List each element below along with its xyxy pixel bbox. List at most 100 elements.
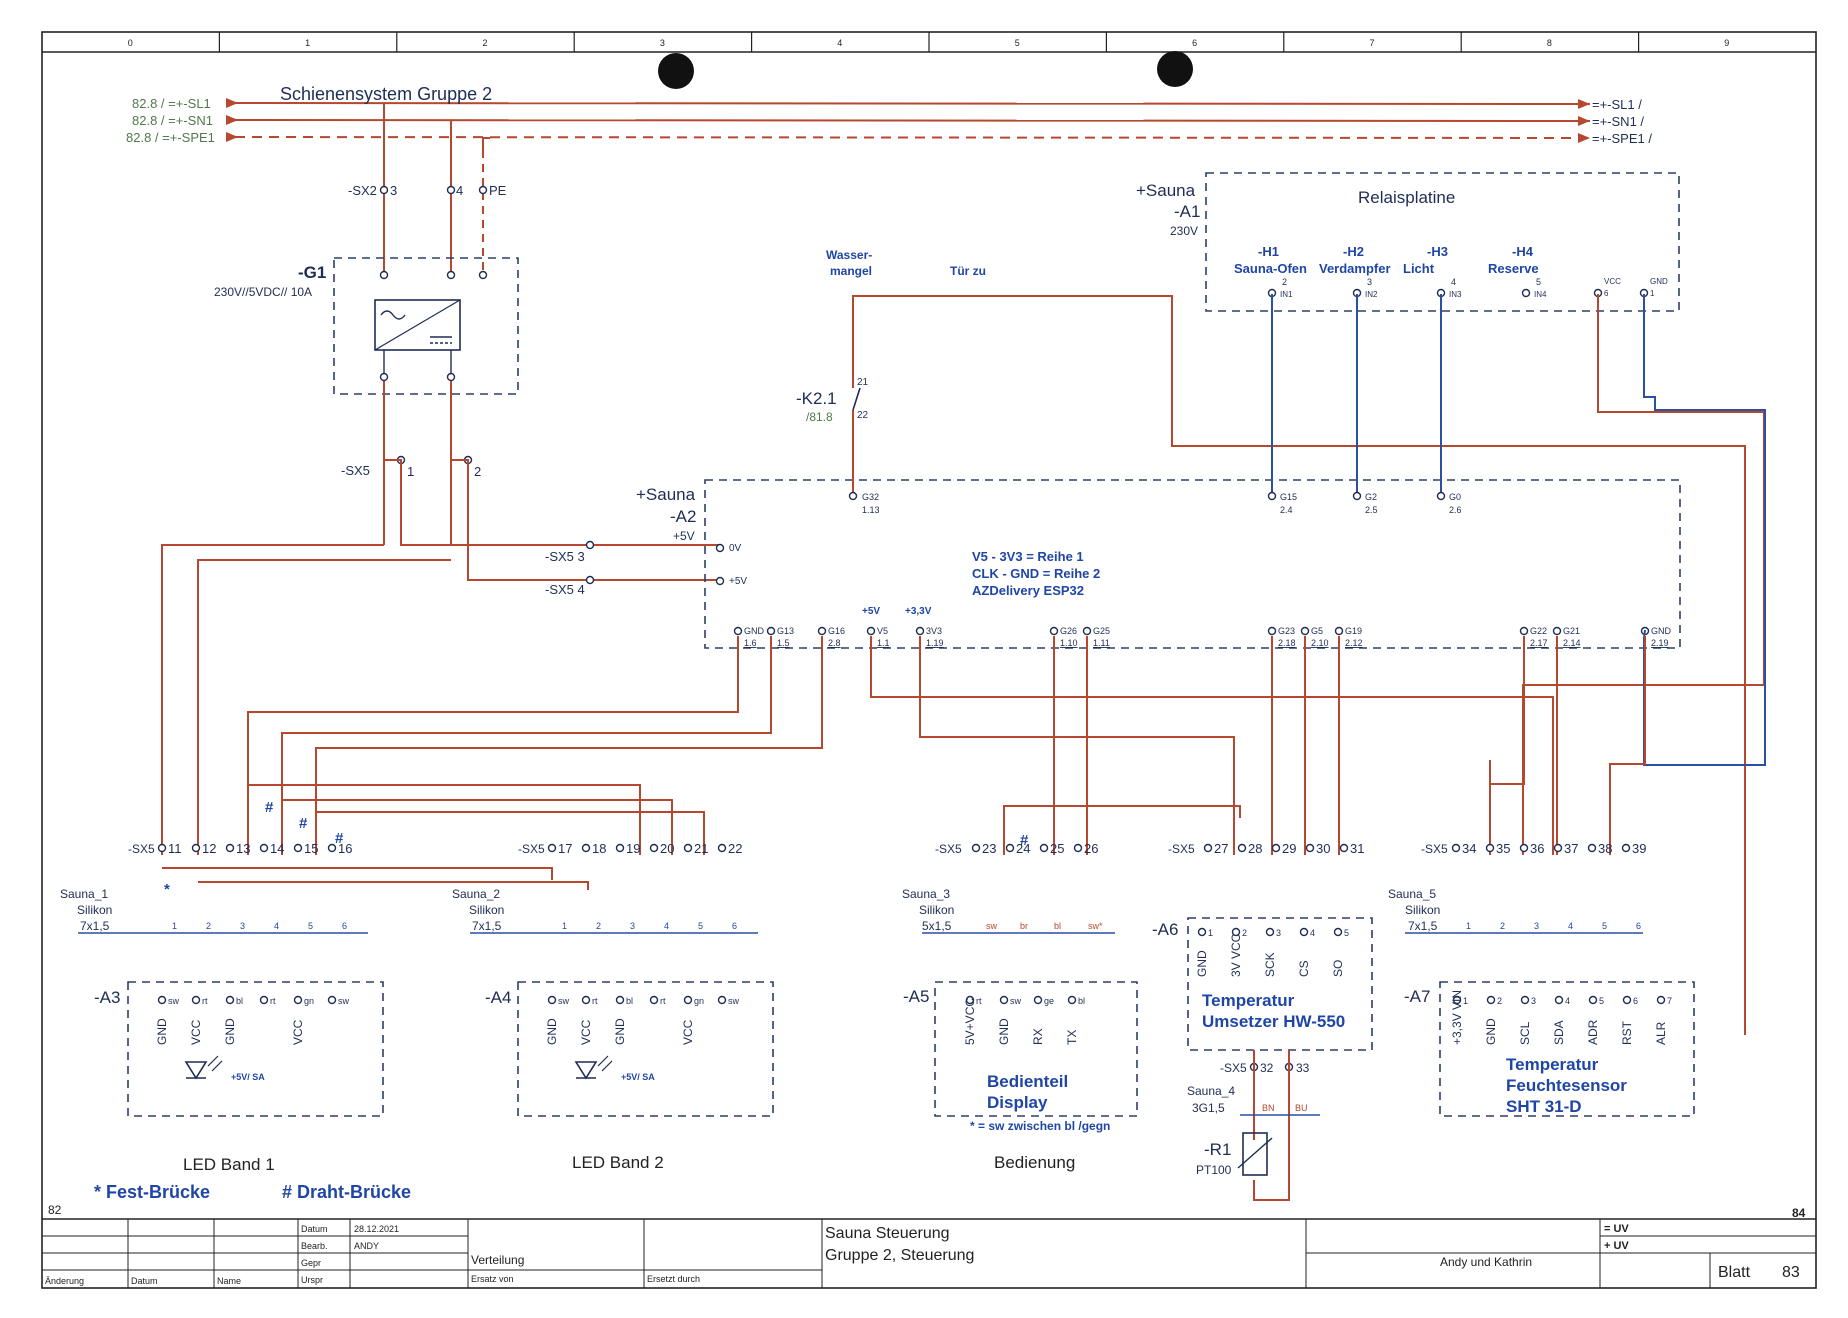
component-pin-label: bl [1078, 996, 1085, 1006]
component-signal-label: VCC [579, 1019, 593, 1045]
esp32-bottom-pin [1334, 626, 1344, 636]
cable-core-label: 1 [1466, 921, 1471, 931]
esp32-bottom-pin [1300, 626, 1310, 636]
relay-vcc-num: 6 [1604, 289, 1609, 298]
terminal-pin [1203, 843, 1213, 853]
cable-core-label: 6 [732, 921, 737, 931]
g1-psu-box [333, 257, 519, 395]
esp32-bottom-pin-label: V5 [877, 626, 888, 636]
relay-board-box [1205, 172, 1680, 312]
column-number: 0 [128, 38, 133, 48]
terminal-pin-number: 30 [1316, 841, 1330, 856]
component-box [127, 981, 384, 1117]
component-signal-label: GND [223, 1018, 237, 1045]
led-icon [574, 1061, 598, 1080]
pt100-cable-spec: 3G1,5 [1192, 1101, 1225, 1115]
legend-wire-bridge: # Draht-Brücke [282, 1182, 411, 1202]
relay-output-tag: -H3 [1427, 244, 1448, 259]
title-row-label: Bearb. [301, 1241, 328, 1251]
component-pin [293, 995, 303, 1005]
esp32-g2-label: G2 [1365, 492, 1377, 502]
psu-pin-pe [478, 270, 488, 280]
terminal-pin-number: 15 [304, 841, 318, 856]
cable-core-label: 1 [562, 921, 567, 931]
cable-spec: 7x1,5 [1408, 919, 1438, 933]
esp32-pin-0v-label: 0V [729, 543, 742, 554]
legend-fixed-bridge: * Fest-Brücke [94, 1182, 210, 1202]
terminal-pin [1587, 843, 1597, 853]
caption-led-band-1: LED Band 1 [183, 1155, 275, 1174]
water-label-2: mangel [830, 264, 872, 278]
pt100-pin33: 33 [1296, 1061, 1310, 1075]
esp32-bottom-pin [915, 626, 925, 636]
psu-pin-l [379, 270, 389, 280]
column-number: 2 [483, 38, 488, 48]
terminal-pin-number: 16 [338, 841, 352, 856]
esp32-bottom-pin [733, 626, 743, 636]
terminal-pin-number: 18 [592, 841, 606, 856]
uv-label-1: = UV [1604, 1223, 1629, 1235]
component-signal-label: RST [1620, 1020, 1634, 1045]
relay-output-num: 4 [1451, 277, 1456, 287]
terminal-pin-number: 39 [1632, 841, 1646, 856]
relay-location: +Sauna [1136, 181, 1196, 200]
pt100-core-bn: BN [1262, 1103, 1275, 1113]
esp32-pin-g32 [848, 491, 858, 501]
column-number: 9 [1724, 38, 1729, 48]
terminal-pin-number: 28 [1248, 841, 1262, 856]
relay-tag: -A1 [1174, 202, 1200, 221]
esp32-bottom-pin-sub: 1.1 [877, 638, 890, 648]
component-title: Temperatur [1202, 991, 1295, 1010]
component-pin [191, 995, 201, 1005]
component-pin [717, 995, 727, 1005]
esp32-supply: +5V [673, 529, 695, 543]
relay-input-label: IN4 [1534, 290, 1547, 299]
cable-core-label: 3 [240, 921, 245, 931]
cable-name: Sauna_2 [452, 887, 500, 901]
uv-label-2: + UV [1604, 1240, 1629, 1252]
terminal-pin-number: 11 [168, 841, 182, 856]
wire-relay-gnd [1643, 294, 1766, 766]
terminal-pin [971, 843, 981, 853]
component-pin [1231, 927, 1241, 937]
esp32-bottom-pin-sub: 1.6 [744, 638, 757, 648]
relay-input-label: IN1 [1280, 290, 1293, 299]
component-pin [225, 995, 235, 1005]
esp32-bottom-pin-sub: 2.18 [1278, 638, 1296, 648]
wire-gnd-to-ledband1 [161, 544, 384, 855]
component-pin-label: 2 [1497, 996, 1502, 1006]
psu-pin-n [446, 270, 456, 280]
terminal-pin [717, 843, 727, 853]
component-title: Bedienteil [987, 1072, 1068, 1091]
pt100-wire-2 [1253, 1050, 1290, 1201]
terminal-pin [1339, 843, 1349, 853]
esp32-bottom-pin-label: G19 [1345, 626, 1362, 636]
cable-core-label: 4 [664, 921, 669, 931]
component-pin [1265, 927, 1275, 937]
component-title: Temperatur [1506, 1055, 1599, 1074]
cable-type: Silikon [919, 903, 954, 917]
cable-core-label: 3 [1534, 921, 1539, 931]
terminal-pin-number: 13 [236, 841, 250, 856]
cable-type: Silikon [77, 903, 112, 917]
component-box [1439, 981, 1695, 1117]
terminal-pin-number: 36 [1530, 841, 1544, 856]
esp32-bottom-pin-sub: 2.14 [1563, 638, 1581, 648]
led-supply-note: +5V/ SA [621, 1072, 655, 1082]
component-pin-label: 1 [1208, 928, 1213, 938]
esp32-bottom-pin-sub: 2.19 [1651, 638, 1669, 648]
esp32-pin-g2 [1352, 491, 1362, 501]
component-signal-label: 3V VCC [1229, 933, 1243, 977]
component-pin [1197, 927, 1207, 937]
led-light-arrow-icon [601, 1060, 613, 1072]
sx2-terminal-3 [379, 185, 389, 195]
component-signal-label: TX [1065, 1030, 1079, 1045]
cable-core-label: bl [1054, 921, 1061, 931]
wire-5v-to-ledband1 [197, 559, 451, 855]
component-tag: -A7 [1404, 987, 1430, 1006]
component-pin-label: sw [338, 996, 350, 1006]
component-pin [1333, 927, 1343, 937]
